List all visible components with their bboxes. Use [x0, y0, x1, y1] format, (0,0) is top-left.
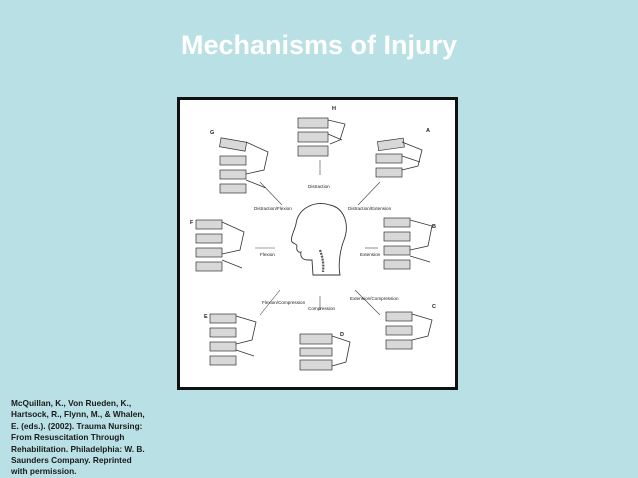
mechanism-label-distraction-flexion: Distraction/Flexion — [254, 206, 292, 211]
mechanism-label-distraction: Distraction — [308, 184, 330, 189]
spine-illustration-d — [299, 333, 351, 371]
radial-lines — [255, 160, 381, 316]
spine-illustration-f — [195, 219, 245, 272]
citation-line: Saunders Company. Reprinted — [11, 455, 132, 466]
mechanisms-figure: H A B C D E F G Distraction Distraction/… — [177, 97, 458, 390]
spine-illustration-c — [385, 311, 433, 350]
mechanism-label-extension-compression: Extension/Compression — [350, 296, 399, 301]
mechanism-label-compression: Compression — [308, 306, 336, 311]
spine-illustration-b — [383, 217, 433, 270]
spine-illustration-g — [219, 137, 269, 194]
mechanism-label-flexion: Flexion — [260, 252, 275, 257]
mechanisms-illustration: H A B C D E F G Distraction Distraction/… — [190, 106, 436, 371]
mechanism-letter-d: D — [340, 332, 344, 338]
citation-line: E. (eds.). (2002). Trauma Nursing: — [11, 420, 143, 431]
citation-line: McQuillan, K., Von Rueden, K., — [11, 398, 132, 408]
mechanism-letter-e: E — [204, 314, 208, 320]
mechanism-label-extension: Extension — [360, 252, 381, 257]
head-profile-icon — [291, 203, 347, 276]
citation-line: with permission. — [11, 466, 77, 477]
mechanism-letter-b: B — [432, 224, 436, 230]
mechanism-letter-c: C — [432, 304, 436, 310]
mechanism-label-flexion-compression: Flexion/Compression — [262, 300, 306, 305]
mechanism-letter-f: F — [190, 220, 194, 226]
citation-text: McQuillan, K., Von Rueden, K., Hartsock,… — [11, 398, 181, 478]
citation-line: From Resuscitation Through — [11, 432, 125, 443]
mechanism-letter-g: G — [210, 130, 214, 136]
citation-line: Hartsock, R., Flynn, M., & Whalen, — [11, 409, 145, 420]
spine-illustration-e — [209, 313, 257, 366]
slide-title: Mechanisms of Injury — [180, 30, 458, 60]
spine-illustration-a — [375, 137, 423, 178]
spine-illustration-h — [297, 117, 346, 157]
citation-line: Rehabilitation. Philadelphia: W. B. — [11, 443, 145, 454]
mechanism-letter-h: H — [332, 106, 336, 112]
mechanism-label-distraction-extension: Distraction/Extension — [348, 206, 392, 211]
mechanism-letter-a: A — [426, 128, 430, 134]
